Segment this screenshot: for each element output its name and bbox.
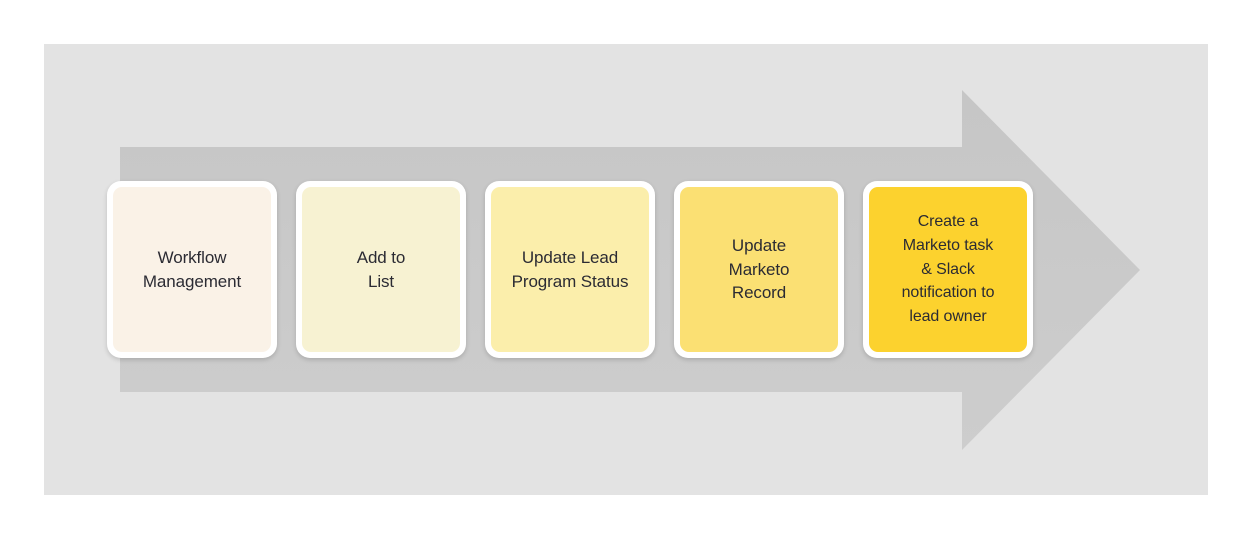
process-step-list: Workflow Management Add to List Update L… bbox=[107, 181, 1033, 358]
process-step-fill-5: Create a Marketo task & Slack notificati… bbox=[869, 187, 1027, 352]
process-step-label-2: Add to List bbox=[356, 248, 406, 291]
process-step-label-4: Update Marketo Record bbox=[728, 236, 790, 303]
process-step-label-3: Update Lead Program Status bbox=[511, 248, 629, 291]
process-step-card-5[interactable]: Create a Marketo task & Slack notificati… bbox=[863, 181, 1033, 358]
process-step-card-3[interactable]: Update Lead Program Status bbox=[485, 181, 655, 358]
process-step-fill-1: Workflow Management bbox=[113, 187, 271, 352]
process-step-label-1: Workflow Management bbox=[142, 248, 242, 291]
process-step-fill-3: Update Lead Program Status bbox=[491, 187, 649, 352]
process-step-card-2[interactable]: Add to List bbox=[296, 181, 466, 358]
process-step-card-4[interactable]: Update Marketo Record bbox=[674, 181, 844, 358]
process-step-label-5: Create a Marketo task & Slack notificati… bbox=[901, 213, 995, 325]
process-step-card-1[interactable]: Workflow Management bbox=[107, 181, 277, 358]
process-step-fill-2: Add to List bbox=[302, 187, 460, 352]
process-step-fill-4: Update Marketo Record bbox=[680, 187, 838, 352]
